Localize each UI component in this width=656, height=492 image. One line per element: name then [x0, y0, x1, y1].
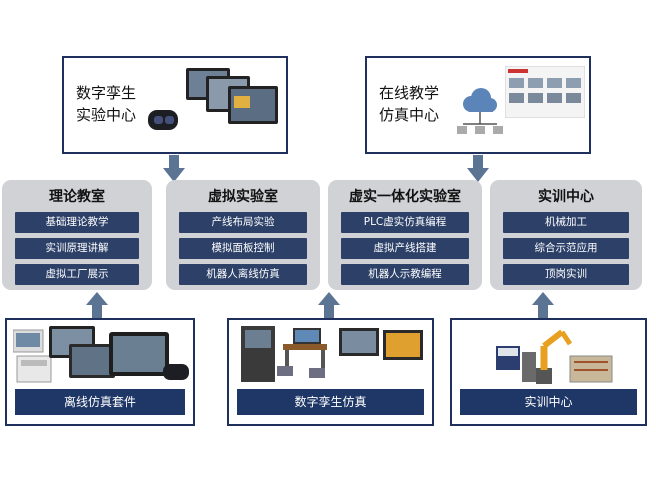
digital-twin-simulation-box: 数字孪生仿真 [227, 318, 434, 426]
simulation-kit-devices-illustration [13, 326, 189, 383]
cloud-network-icon [457, 88, 503, 134]
offline-simulation-kit-label: 离线仿真套件 [15, 389, 185, 415]
online-teaching-center-box: 在线教学 仿真中心 [365, 56, 591, 154]
lab-item: 机械加工 [503, 212, 629, 233]
lab-item: 虚拟产线搭建 [341, 238, 469, 259]
virtual-lab-panel: 虚拟实验室 产线布局实验 模拟面板控制 机器人离线仿真 [166, 180, 320, 290]
lab-title: 理论教室 [49, 189, 105, 205]
digital-twin-lab-label: 数字孪生 实验中心 [76, 84, 137, 124]
lab-item: 顶岗实训 [503, 264, 629, 285]
lab-item: 基础理论教学 [15, 212, 139, 233]
offline-simulation-kit-box: 离线仿真套件 [5, 318, 195, 426]
simulation-workstation-illustration [241, 326, 423, 382]
industrial-robot-illustration [496, 329, 613, 384]
training-center-equipment-box: 实训中心 [450, 318, 647, 426]
lab-item: 模拟面板控制 [179, 238, 307, 259]
lab-item: 机器人示教编程 [341, 264, 469, 285]
online-teaching-center-label: 在线教学 仿真中心 [379, 84, 440, 124]
training-center-panel: 实训中心 机械加工 综合示范应用 顶岗实训 [490, 180, 642, 290]
arrow-up-icon [318, 292, 340, 318]
arrow-down-icon [163, 155, 185, 182]
digital-twin-lab-box: 数字孪生 实验中心 [62, 56, 288, 154]
lab-title: 虚拟实验室 [208, 189, 278, 205]
virtual-real-integrated-lab-panel: 虚实一体化实验室 PLC虚实仿真编程 虚拟产线搭建 机器人示教编程 [328, 180, 482, 290]
arrow-down-icon [467, 155, 489, 182]
training-center-label: 实训中心 [460, 389, 637, 415]
lab-title: 实训中心 [538, 189, 594, 205]
digital-twin-simulation-label: 数字孪生仿真 [237, 389, 424, 415]
arrow-up-icon [532, 292, 554, 318]
lab-item: 机器人离线仿真 [179, 264, 307, 285]
online-screens-illustration [505, 66, 585, 118]
arrow-up-icon [86, 292, 108, 318]
lab-item: 虚拟工厂展示 [15, 264, 139, 285]
theory-classroom-panel: 理论教室 基础理论教学 实训原理讲解 虚拟工厂展示 [2, 180, 152, 290]
lab-title: 虚实一体化实验室 [349, 189, 461, 205]
lab-item: 产线布局实验 [179, 212, 307, 233]
lab-item: 综合示范应用 [503, 238, 629, 259]
lab-item: 实训原理讲解 [15, 238, 139, 259]
vr-devices-illustration [148, 68, 278, 130]
lab-item: PLC虚实仿真编程 [341, 212, 469, 233]
